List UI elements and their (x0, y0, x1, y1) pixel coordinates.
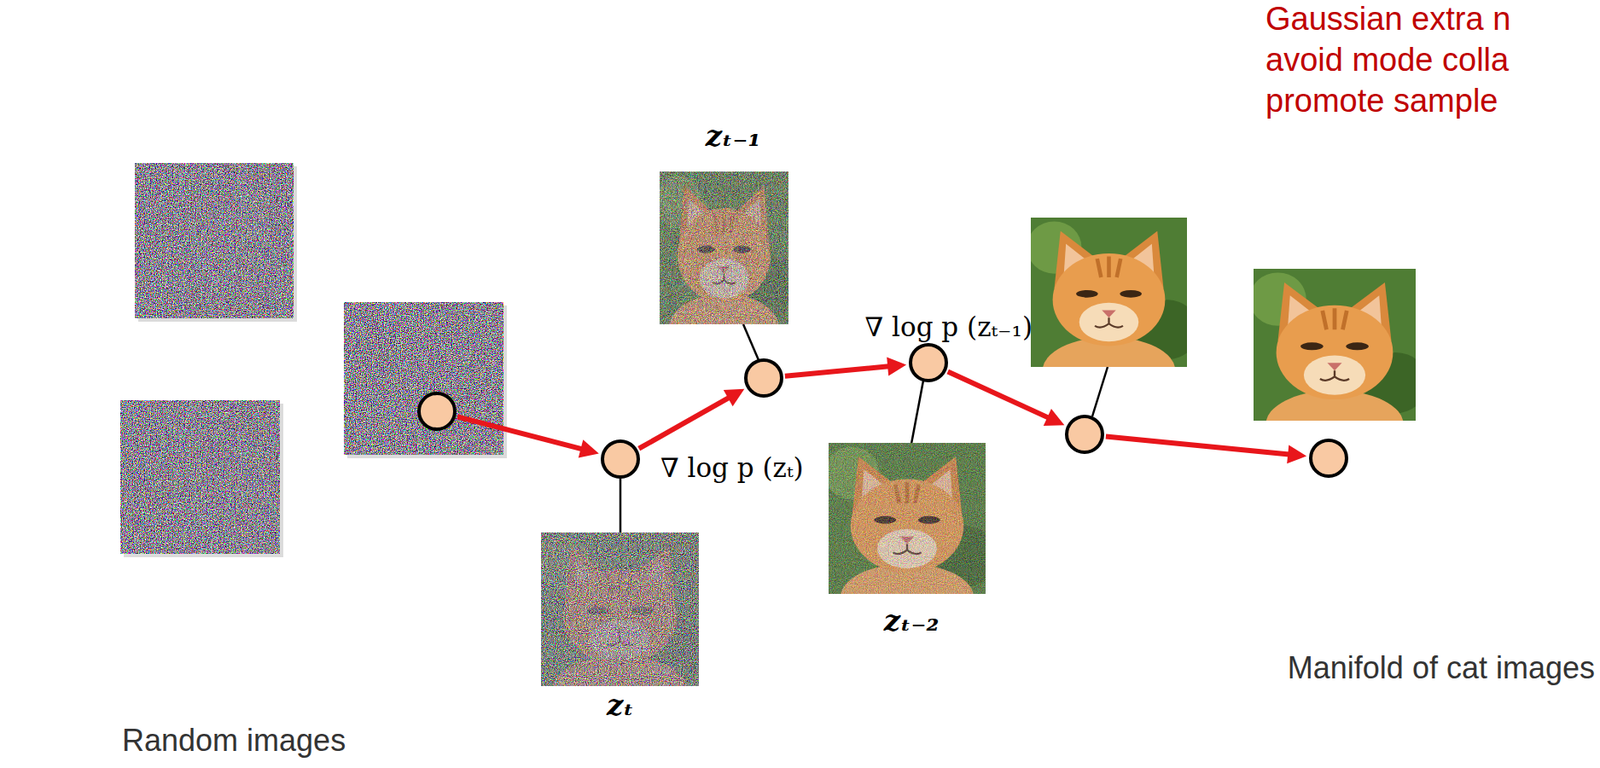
noise-image (134, 162, 294, 319)
leader-line (619, 478, 623, 533)
arrow-line (948, 371, 1051, 419)
noisy-cat-image (656, 171, 798, 363)
region-ellipse: Random images (13, 185, 569, 672)
clean-cat-image (1026, 217, 1199, 405)
node-label: Manifold of cat images (1287, 649, 1595, 687)
sample-point: ∇ log p (zₜ₋₁) (908, 343, 949, 383)
node-label: ∇ log p (zₜ₋₁) (865, 311, 1033, 344)
noise-overlay (828, 442, 986, 594)
noise-overlay (659, 171, 789, 325)
ellipse-outline (13, 185, 569, 672)
variable-label: zₜ₋₁ (705, 118, 762, 154)
leader-line (743, 324, 759, 361)
noise-image (343, 302, 504, 455)
note-text: Gaussian extra n (1265, 0, 1511, 40)
arrow-connector (1105, 436, 1307, 464)
noise-overlay (541, 532, 699, 687)
arrow-line (639, 396, 732, 449)
variable-label: zₜ (606, 687, 635, 723)
arrow-line (457, 416, 584, 450)
sample-point: ∇ log p (zₜ) (600, 439, 640, 479)
cat-picture (1026, 217, 1199, 405)
arrow-connector (948, 371, 1065, 426)
sample-point (744, 358, 784, 398)
sample-point (1309, 438, 1349, 478)
variable-label: zₜ₋₂ (884, 603, 940, 639)
leader-line (911, 380, 924, 444)
blob-outline (992, 7, 1600, 610)
cat-picture (536, 532, 711, 725)
arrow-head (886, 357, 907, 377)
note-text: avoid mode colla (1265, 40, 1509, 81)
arrow-head (1043, 408, 1065, 426)
arrow-head (1286, 444, 1307, 464)
sample-point (417, 391, 457, 431)
node-label: ∇ log p (zₜ) (660, 452, 804, 484)
arrow-connector (785, 357, 907, 377)
arrow-connector (457, 416, 600, 458)
arrow-head (578, 439, 600, 458)
arrow-line (1105, 436, 1292, 454)
noisy-cat-image (536, 532, 711, 725)
note-text: promote sample (1265, 81, 1498, 122)
arrow-head (723, 389, 745, 407)
arrow-line (785, 366, 891, 377)
cat-picture (656, 171, 798, 363)
noise-image (120, 400, 280, 554)
cat-picture (1249, 268, 1428, 460)
ellipse-outline (17, 188, 565, 669)
sample-point (1064, 414, 1105, 454)
clean-cat-image (1249, 268, 1428, 460)
node-label: Random images (122, 721, 346, 759)
leader-line (1092, 366, 1108, 417)
arrow-connector (639, 389, 745, 449)
